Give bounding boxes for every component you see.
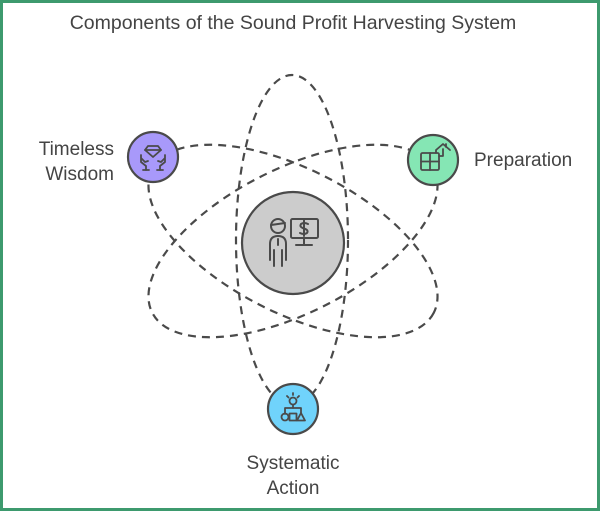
label-line: Timeless (38, 139, 114, 160)
label-preparation: Preparation (474, 148, 572, 173)
investor-screen-dollar-icon (269, 218, 319, 267)
label-line: Action (266, 478, 320, 499)
lightbulb-shapes-icon (280, 392, 306, 422)
orbit-tilted-right (147, 143, 439, 339)
node-systematic-action[interactable] (266, 382, 320, 436)
label-systematic-action: Systematic Action (216, 451, 370, 501)
house-calculator-icon (420, 143, 451, 171)
label-line: Preparation (474, 150, 573, 171)
node-timeless-wisdom[interactable] (126, 130, 180, 184)
node-preparation[interactable] (406, 133, 460, 187)
label-timeless-wisdom: Timeless Wisdom (20, 137, 114, 187)
hands-diamond-icon (140, 145, 166, 171)
label-line: Systematic (246, 453, 340, 474)
label-line: Wisdom (45, 164, 114, 185)
center-node (240, 190, 346, 296)
diagram-title: Components of the Sound Profit Harvestin… (69, 12, 517, 34)
